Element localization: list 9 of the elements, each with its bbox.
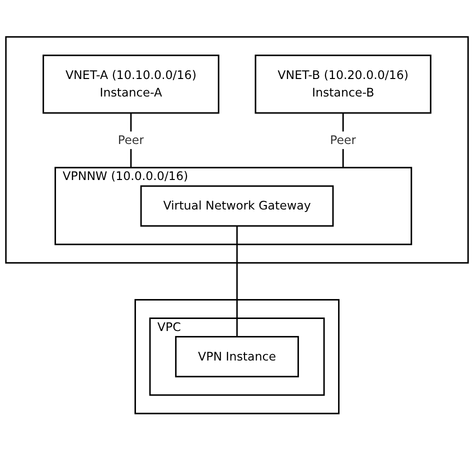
edge-label: Peer (118, 132, 144, 147)
cluster (5, 36, 469, 264)
node-box: VPN Instance (175, 336, 299, 378)
node-box: VNET-A (10.10.0.0/16) Instance-A (42, 54, 220, 114)
node-box: Virtual Network Gateway (140, 185, 334, 226)
edge-label: Peer (330, 132, 356, 147)
cluster (134, 298, 340, 414)
connector (236, 226, 238, 336)
node-box: VNET-B (10.20.0.0/16) Instance-B (254, 54, 432, 114)
